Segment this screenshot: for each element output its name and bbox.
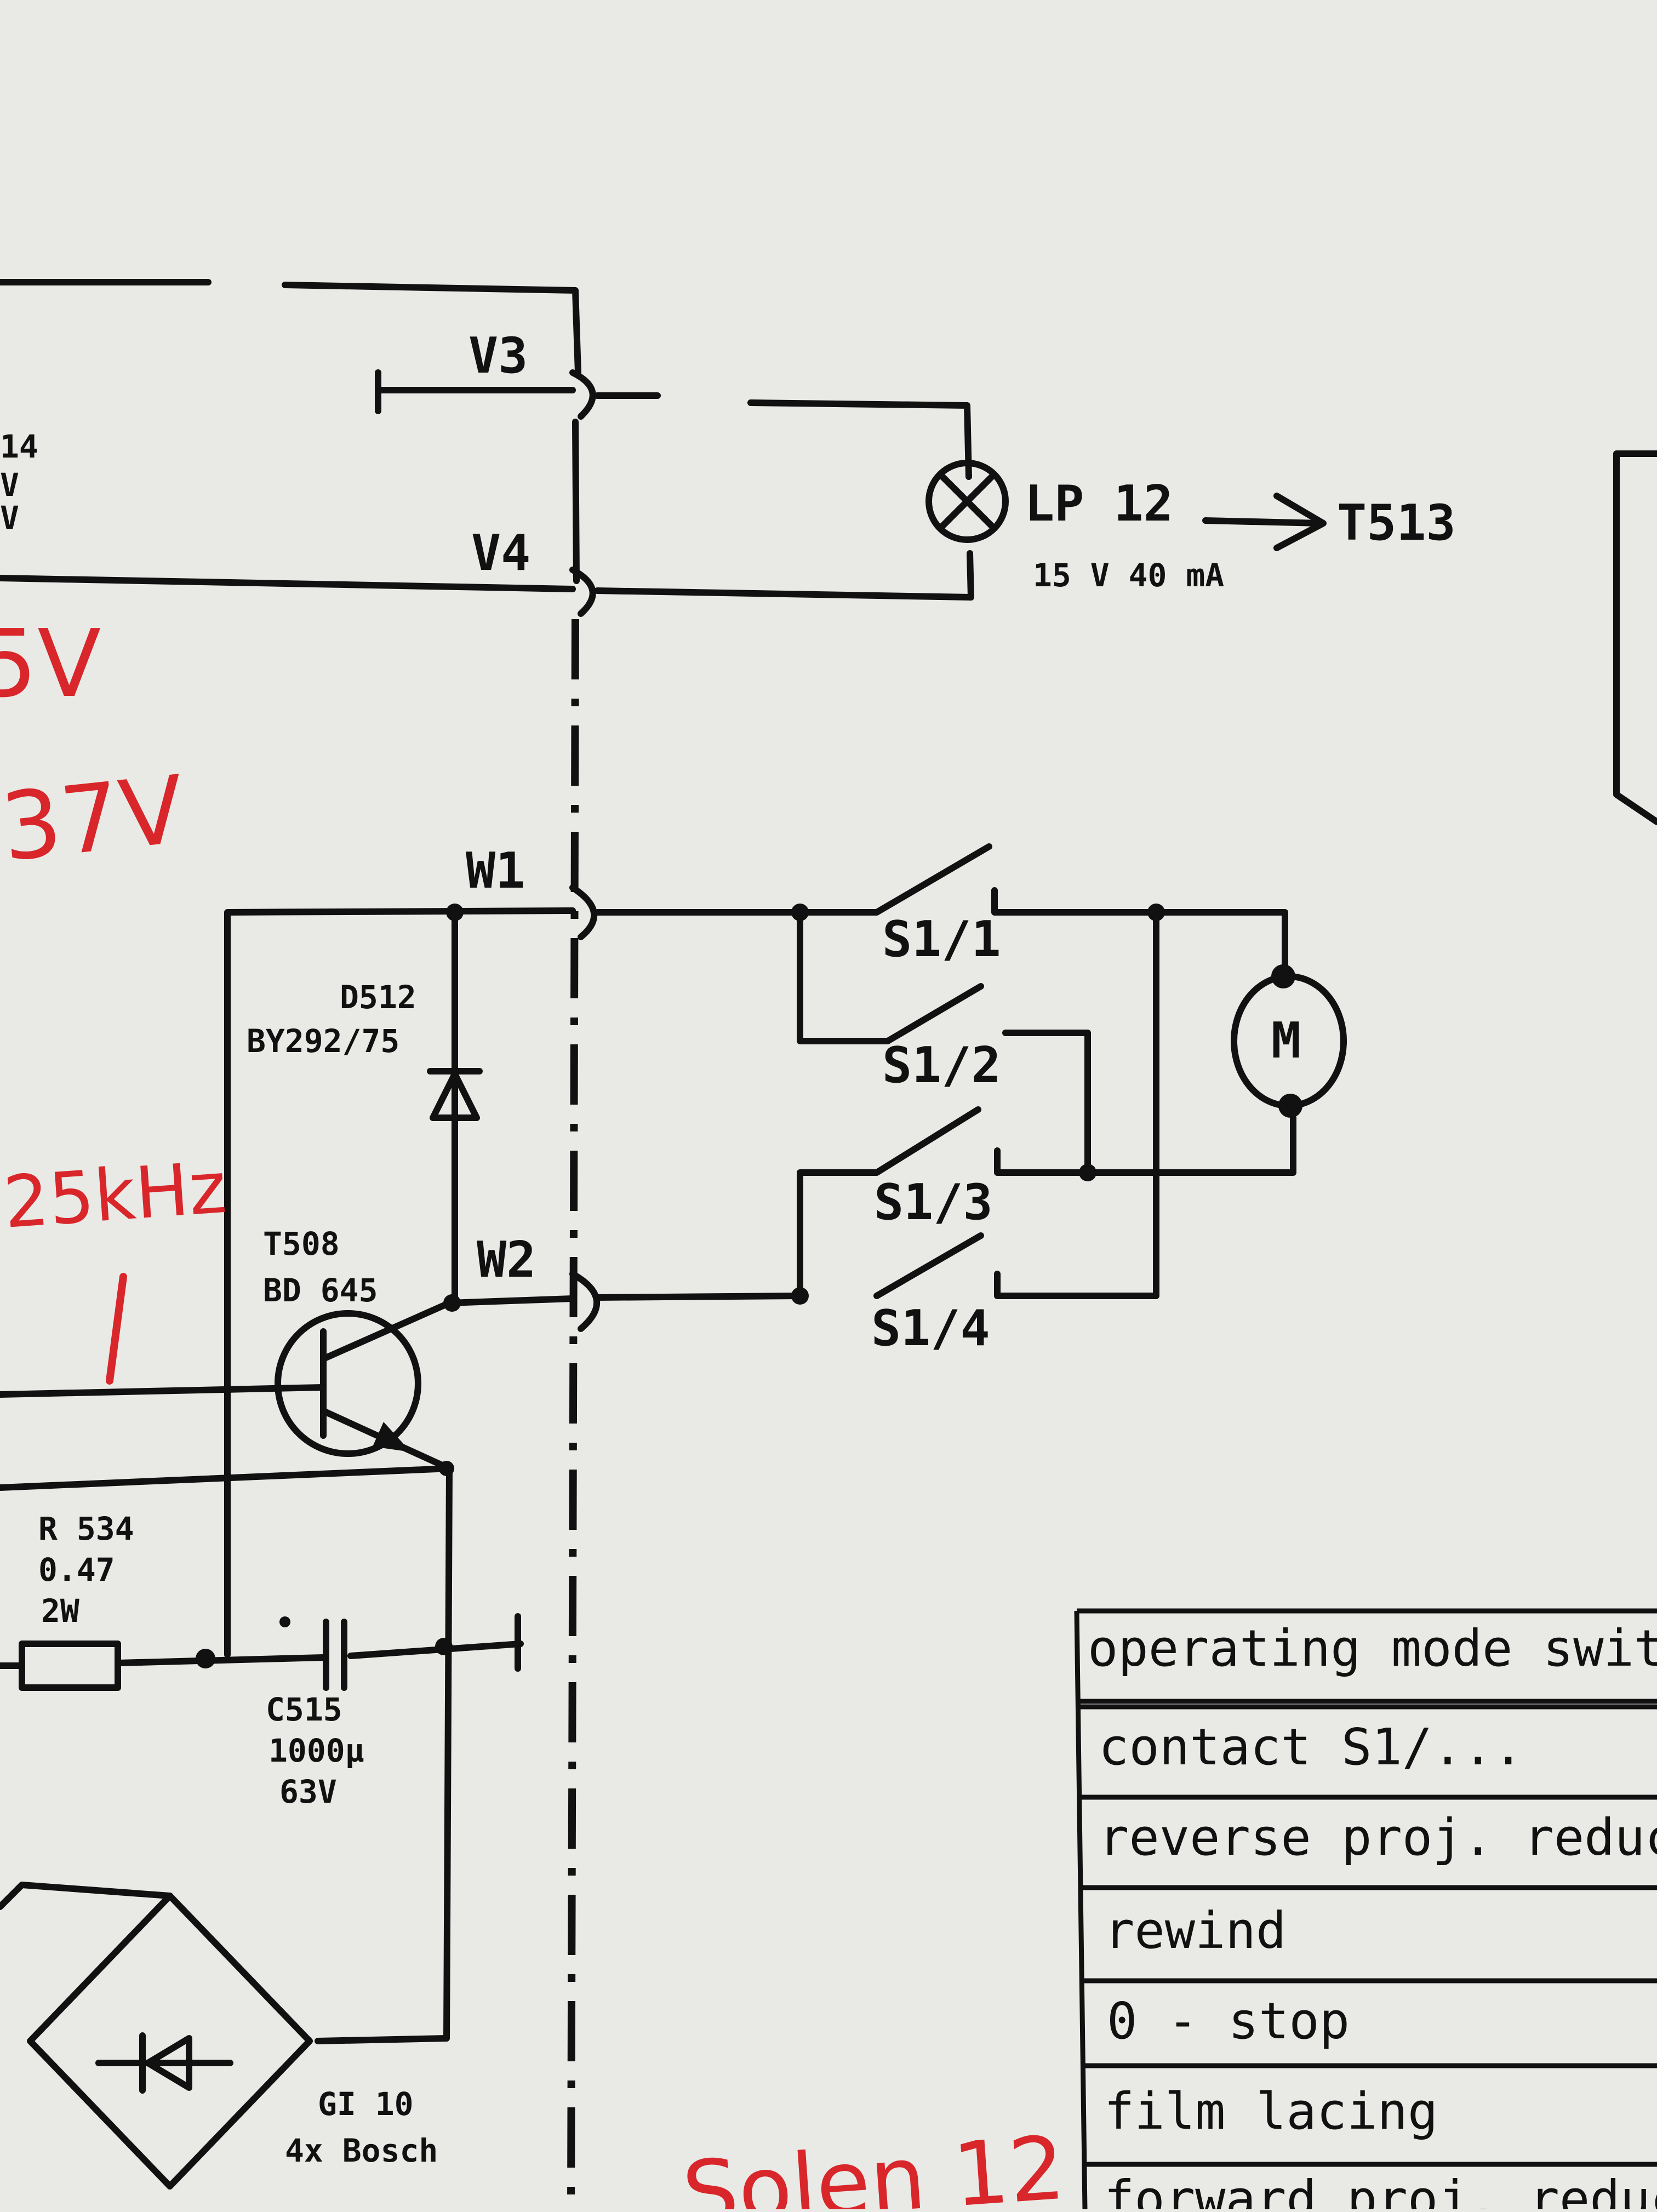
capacitor-ref-label: C515 [266, 1691, 342, 1728]
connector-w2-label: W2 [477, 1231, 536, 1289]
switch-contact-1: S1/1 [882, 911, 1001, 968]
connector-v3-label: V3 [468, 327, 528, 385]
handwritten-25khz: 25kHz [1, 1146, 229, 1244]
diode-d512-symbol [427, 1068, 483, 1121]
handwritten-stroke [106, 1273, 127, 1385]
lamp-ref-label: LP 12 [1025, 475, 1173, 533]
lamp-lp12-symbol [925, 460, 1009, 543]
mode-table-row-7: forward proj. reduce [1104, 2170, 1657, 2209]
w1-connector [569, 884, 598, 940]
v4-to-lamp-wire [594, 550, 974, 601]
v3-v4-link [572, 419, 580, 584]
emitter-wire [0, 1465, 453, 2044]
motor-label: M [1271, 1012, 1301, 1070]
mode-table-row-1: operating mode switch [1088, 1619, 1657, 1678]
connector-v4-label: V4 [471, 524, 530, 582]
v4-wire [0, 575, 576, 592]
operating-mode-switch [791, 843, 1296, 1305]
v3-to-lamp-wire [594, 392, 972, 480]
handwritten-bottom: Solen 12 [679, 2117, 1069, 2209]
mode-table [1074, 1608, 1657, 2210]
w2-left-wire [446, 1295, 576, 1306]
handwritten-37v: 37V [0, 756, 189, 883]
resistor-cap-wire [0, 1641, 524, 1669]
rectifier-type-label: 4x Bosch [285, 2132, 438, 2169]
transistor-type-label: BD 645 [263, 1272, 378, 1309]
motor-symbol [1231, 964, 1347, 1118]
handwritten-5v: 5V [0, 610, 101, 718]
v4-connector [569, 567, 596, 617]
rectifier-ref-label: GI 10 [318, 2085, 414, 2123]
left-fragment-2: V [0, 466, 19, 504]
mode-table-row-6: film lacing [1104, 2082, 1438, 2141]
switch-contact-4: S1/4 [871, 1300, 990, 1357]
transistor-t508-symbol [275, 1300, 453, 1472]
diode-type-label: BY292/75 [247, 1022, 399, 1060]
resistor-ref-label: R 534 [38, 1510, 134, 1547]
resistor-power-label: 2W [41, 1592, 79, 1630]
transistor-base-wire [0, 1384, 327, 1398]
transistor-ref-label: T508 [263, 1225, 340, 1262]
left-fragment-3: V [0, 499, 19, 536]
capacitor-voltage-label: 63V [279, 1773, 337, 1810]
mode-table-row-4: rewind [1104, 1901, 1286, 1960]
switch-contact-3: S1/3 [874, 1174, 993, 1231]
mode-table-row-3: reverse proj. reduce [1099, 1808, 1657, 1867]
resistor-r534-symbol [19, 1641, 121, 1691]
mode-table-row-2: contact S1/... [1099, 1718, 1523, 1776]
left-fragment-1: 14 [0, 428, 38, 465]
lamp-arrow [1202, 493, 1327, 551]
top-bus-wire [0, 279, 581, 376]
capacitor-c515-symbol [323, 1619, 347, 1691]
w2-right-wire [594, 1293, 803, 1301]
capacitor-value-label: 1000µ [268, 1732, 364, 1769]
resistor-value-label: 0.47 [38, 1551, 115, 1588]
mode-table-row-5: 0 - stop [1107, 1992, 1350, 2050]
board-boundary-line [567, 619, 579, 2210]
connector-w1-label: W1 [466, 842, 525, 900]
switch-contact-2: S1/2 [882, 1037, 1001, 1094]
v3-stub-wire [375, 369, 576, 414]
diode-ref-label: D512 [340, 979, 416, 1016]
bridge-rectifier-symbol [0, 1882, 313, 2190]
lamp-rating-label: 15 V 40 mA [1033, 557, 1224, 594]
v3-connector [569, 369, 596, 420]
right-edge-frame [1613, 450, 1657, 825]
lamp-target-label: T513 [1337, 494, 1456, 552]
